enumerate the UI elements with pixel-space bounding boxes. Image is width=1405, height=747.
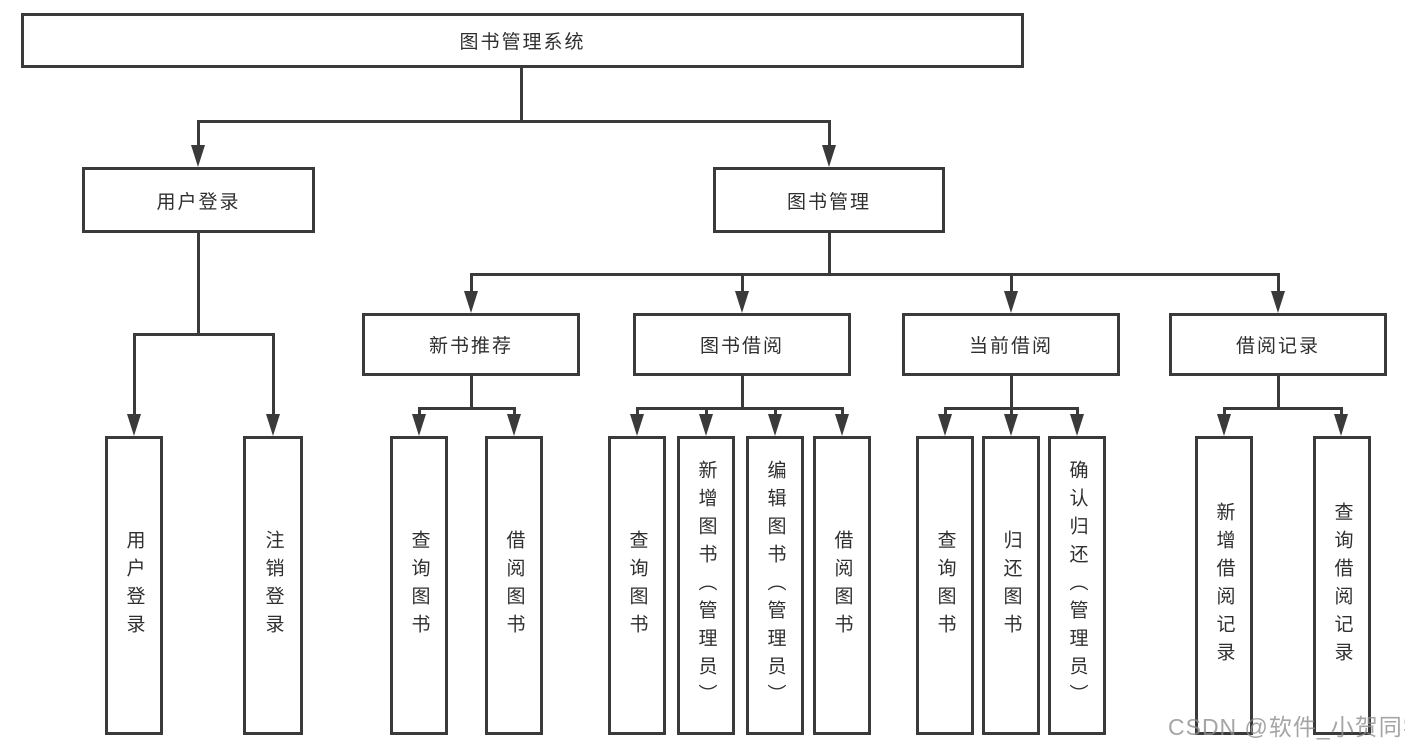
arrow-down-icon [1004,291,1018,313]
leaf-current-return-books: 归还图书 [982,436,1040,735]
connector-drop-leaf [1340,407,1343,419]
arrow-down-icon [1004,414,1018,436]
connector-root-stem [520,68,523,120]
leaf-label: 归还图书 [1000,529,1022,642]
leaf-borrowing-edit-books-admin: 编辑图书（管理员） [746,436,804,735]
arrow-down-icon [630,414,644,436]
leaf-recommend-borrow-books: 借阅图书 [485,436,543,735]
connector-category-stem [470,376,473,407]
connector-drop-leaf [418,407,421,419]
connector-drop-leaf [513,407,516,419]
arrow-down-icon [1217,414,1231,436]
node-root-library-system: 图书管理系统 [21,13,1024,68]
connector-book-management-stem [828,233,831,273]
node-label: 图书借阅 [699,336,784,357]
connector-category-rail [1223,407,1343,410]
leaf-current-query-books: 查询图书 [916,436,974,735]
connector-drop-user-login [197,120,200,148]
arrow-down-icon [191,145,205,167]
leaf-label: 借阅图书 [503,529,525,642]
leaf-borrowing-add-books-admin: 新增图书（管理员） [677,436,735,735]
connector-drop-category [470,273,473,295]
connector-drop-leaf [272,333,275,417]
leaf-label: 查询图书 [408,529,430,642]
connector-drop-book-management [828,120,831,148]
leaf-label: 新增图书（管理员） [695,459,717,712]
leaf-label: 注销登录 [262,529,284,642]
connector-drop-leaf [133,333,136,417]
arrow-down-icon [835,414,849,436]
arrow-down-icon [768,414,782,436]
leaf-label: 借阅图书 [831,529,853,642]
connector-drop-leaf [944,407,947,419]
connector-drop-leaf [1010,407,1013,419]
leaf-recommend-query-books: 查询图书 [390,436,448,735]
leaf-logout: 注销登录 [243,436,303,735]
connector-category-stem [1010,376,1013,407]
node-new-book-recommendation: 新书推荐 [362,313,580,376]
leaf-current-confirm-return-admin: 确认归还（管理员） [1048,436,1106,735]
arrow-down-icon [938,414,952,436]
node-book-management: 图书管理 [713,167,945,233]
node-book-borrowing: 图书借阅 [633,313,851,376]
node-current-borrowing: 当前借阅 [902,313,1120,376]
leaf-label: 编辑图书（管理员） [764,459,786,712]
connector-drop-leaf [636,407,639,419]
connector-root-rail [197,120,831,123]
connector-user-login-stem [197,233,200,333]
leaf-label: 查询图书 [934,529,956,642]
arrow-down-icon [735,291,749,313]
connector-drop-leaf [774,407,777,419]
arrow-down-icon [412,414,426,436]
connector-user-login-rail [133,333,275,336]
connector-category-stem [1277,376,1280,407]
leaf-records-query-record: 查询借阅记录 [1313,436,1371,735]
arrow-down-icon [266,414,280,436]
leaf-borrowing-query-books: 查询图书 [608,436,666,735]
node-borrowing-records: 借阅记录 [1169,313,1387,376]
node-user-login: 用户登录 [82,167,315,233]
connector-category-rail [636,407,844,410]
connector-drop-leaf [1076,407,1079,419]
arrow-down-icon [464,291,478,313]
arrow-down-icon [507,414,521,436]
leaf-label: 新增借阅记录 [1213,501,1235,670]
node-label: 图书管理系统 [459,32,586,53]
node-label: 新书推荐 [428,336,513,357]
arrow-down-icon [127,414,141,436]
connector-drop-category [1010,273,1013,295]
leaf-label: 用户登录 [123,529,145,642]
connector-drop-leaf [705,407,708,419]
leaf-label: 查询借阅记录 [1331,501,1353,670]
node-label: 用户登录 [156,191,241,213]
arrow-down-icon [822,145,836,167]
csdn-watermark: CSDN @软件_小贺同学 [1168,714,1405,740]
arrow-down-icon [699,414,713,436]
leaf-label: 确认归还（管理员） [1066,459,1088,712]
leaf-records-add-record: 新增借阅记录 [1195,436,1253,735]
node-label: 当前借阅 [968,336,1053,357]
connector-book-management-rail [470,273,1280,276]
connector-drop-category [1277,273,1280,295]
node-label: 借阅记录 [1235,336,1320,357]
connector-drop-leaf [1223,407,1226,419]
connector-drop-leaf [841,407,844,419]
connector-category-stem [741,376,744,407]
connector-category-rail [418,407,516,410]
arrow-down-icon [1334,414,1348,436]
leaf-user-login: 用户登录 [105,436,163,735]
node-label: 图书管理 [786,191,871,213]
connector-drop-category [741,273,744,295]
arrow-down-icon [1271,291,1285,313]
leaf-borrowing-borrow-books: 借阅图书 [813,436,871,735]
arrow-down-icon [1070,414,1084,436]
leaf-label: 查询图书 [626,529,648,642]
